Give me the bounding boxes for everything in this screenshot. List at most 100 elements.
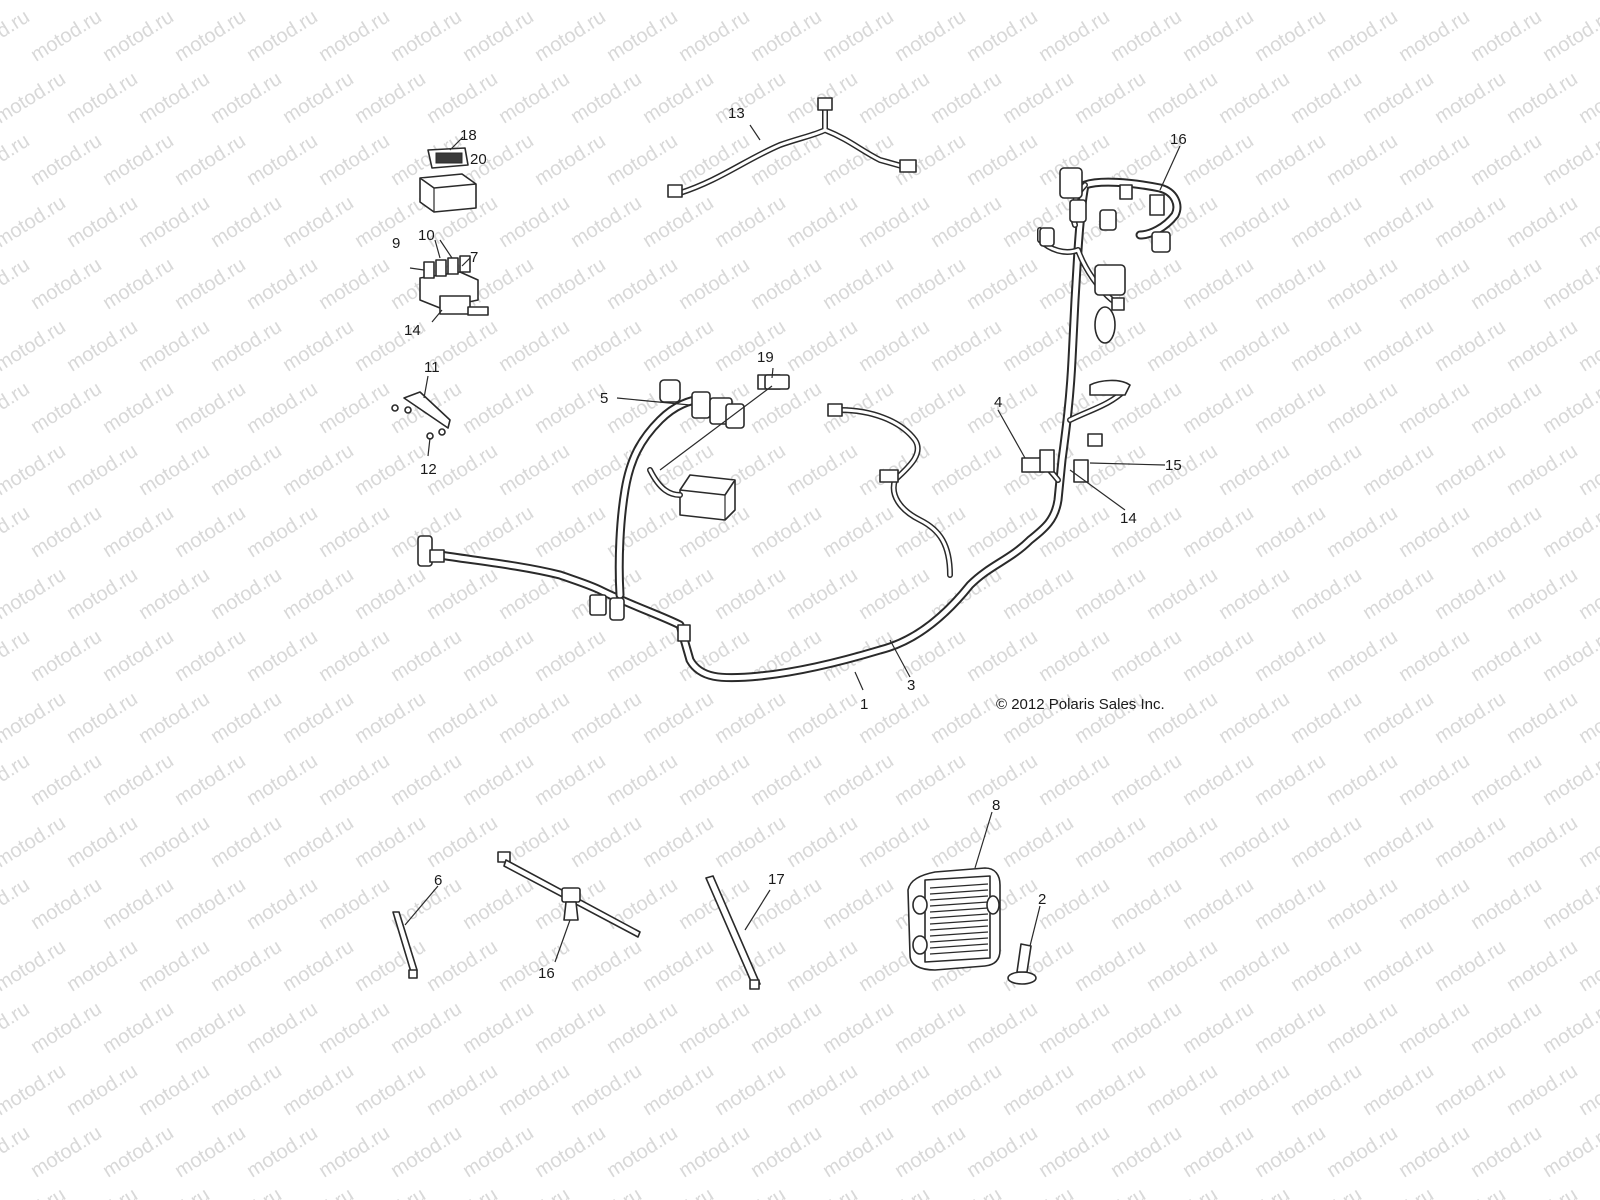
- watermark-text: motod.ru: [99, 998, 178, 1058]
- watermark-text: motod.ru: [927, 812, 1006, 872]
- watermark-text: motod.ru: [387, 1122, 466, 1182]
- watermark-text: motod.ru: [171, 750, 250, 810]
- watermark-text: motod.ru: [567, 1184, 646, 1200]
- watermark-text: motod.ru: [1179, 378, 1258, 438]
- watermark-text: motod.ru: [1503, 688, 1582, 748]
- watermark-text: motod.ru: [0, 688, 70, 748]
- watermark-text: motod.ru: [351, 68, 430, 128]
- callout-16-bottom: 16: [538, 965, 555, 982]
- watermark-text: motod.ru: [0, 936, 70, 996]
- watermark-text: motod.ru: [1071, 812, 1150, 872]
- watermark-text: motod.ru: [1287, 192, 1366, 252]
- watermark-text: motod.ru: [747, 6, 826, 66]
- watermark-text: motod.ru: [135, 564, 214, 624]
- watermark-text: motod.ru: [135, 688, 214, 748]
- watermark-text: motod.ru: [459, 378, 538, 438]
- watermark-text: motod.ru: [855, 192, 934, 252]
- watermark-text: motod.ru: [279, 1060, 358, 1120]
- callout-7: 7: [470, 249, 478, 266]
- watermark-text: motod.ru: [1575, 564, 1600, 624]
- watermark-text: motod.ru: [171, 502, 250, 562]
- watermark-text: motod.ru: [1323, 750, 1402, 810]
- watermark-text: motod.ru: [423, 812, 502, 872]
- watermark-text: motod.ru: [639, 1184, 718, 1200]
- watermark-text: motod.ru: [783, 1184, 862, 1200]
- watermark-text: motod.ru: [927, 316, 1006, 376]
- watermark-text: motod.ru: [1575, 0, 1600, 4]
- watermark-text: motod.ru: [423, 0, 502, 4]
- watermark-text: motod.ru: [1251, 378, 1330, 438]
- watermark-text: motod.ru: [927, 0, 1006, 4]
- watermark-text: motod.ru: [1251, 1122, 1330, 1182]
- callout-8: 8: [992, 797, 1000, 814]
- watermark-text: motod.ru: [1215, 0, 1294, 4]
- watermark-text: motod.ru: [999, 0, 1078, 4]
- watermark-text: motod.ru: [531, 750, 610, 810]
- watermark-text: motod.ru: [135, 440, 214, 500]
- callouts: 13 16 18 20 10 7 9 14 11 12 19 5 4 15 14…: [392, 105, 1187, 982]
- watermark-text: motod.ru: [1035, 502, 1114, 562]
- watermark-text: motod.ru: [1215, 1184, 1294, 1200]
- watermark-text: motod.ru: [639, 688, 718, 748]
- watermark-text: motod.ru: [1071, 0, 1150, 4]
- watermark-text: motod.ru: [1539, 626, 1600, 686]
- watermark-text: motod.ru: [459, 750, 538, 810]
- watermark-text: motod.ru: [711, 192, 790, 252]
- watermark-text: motod.ru: [1071, 68, 1150, 128]
- watermark-text: motod.ru: [1431, 316, 1510, 376]
- watermark-text: motod.ru: [459, 6, 538, 66]
- watermark-text: motod.ru: [1503, 192, 1582, 252]
- watermark-text: motod.ru: [1323, 1122, 1402, 1182]
- watermark-text: motod.ru: [1467, 130, 1546, 190]
- watermark-text: motod.ru: [351, 564, 430, 624]
- watermark-text: motod.ru: [711, 1060, 790, 1120]
- watermark-text: motod.ru: [1287, 1184, 1366, 1200]
- callout-6: 6: [434, 872, 442, 889]
- watermark-text: motod.ru: [27, 626, 106, 686]
- cable-tie-with-clip: [497, 851, 641, 938]
- watermark-text: motod.ru: [495, 688, 574, 748]
- watermark-text: motod.ru: [1179, 254, 1258, 314]
- watermark-text: motod.ru: [1179, 6, 1258, 66]
- watermark-text: motod.ru: [999, 192, 1078, 252]
- watermark-text: motod.ru: [279, 564, 358, 624]
- watermark-text: motod.ru: [531, 130, 610, 190]
- watermark-text: motod.ru: [0, 1122, 34, 1182]
- watermark-text: motod.ru: [495, 0, 574, 4]
- watermark-text: motod.ru: [963, 750, 1042, 810]
- watermark-text: motod.ru: [27, 874, 106, 934]
- watermark-text: motod.ru: [1359, 440, 1438, 500]
- callout-2: 2: [1038, 891, 1046, 908]
- watermark-text: motod.ru: [711, 1184, 790, 1200]
- watermark-text: motod.ru: [1251, 626, 1330, 686]
- watermark-text: motod.ru: [387, 998, 466, 1058]
- watermark-text: motod.ru: [171, 130, 250, 190]
- watermark-text: motod.ru: [1143, 812, 1222, 872]
- watermark-text: motod.ru: [63, 936, 142, 996]
- watermark-text: motod.ru: [351, 0, 430, 4]
- watermark-text: motod.ru: [1431, 68, 1510, 128]
- watermark-text: motod.ru: [603, 998, 682, 1058]
- watermark-text: motod.ru: [1431, 440, 1510, 500]
- watermark-text: motod.ru: [63, 1184, 142, 1200]
- watermark-text: motod.ru: [0, 0, 70, 4]
- watermark-text: motod.ru: [99, 130, 178, 190]
- watermark-text: motod.ru: [1143, 440, 1222, 500]
- watermark-text: motod.ru: [1467, 254, 1546, 314]
- watermark-text: motod.ru: [891, 750, 970, 810]
- watermark-text: motod.ru: [1287, 812, 1366, 872]
- watermark-text: motod.ru: [171, 626, 250, 686]
- watermark-text: motod.ru: [819, 254, 898, 314]
- watermark-text: motod.ru: [1251, 6, 1330, 66]
- watermark-text: motod.ru: [243, 502, 322, 562]
- watermark-text: motod.ru: [783, 0, 862, 4]
- watermark-text: motod.ru: [315, 750, 394, 810]
- watermark-text: motod.ru: [1359, 0, 1438, 4]
- watermark-text: motod.ru: [243, 378, 322, 438]
- watermark-text: motod.ru: [63, 440, 142, 500]
- watermark-text: motod.ru: [1287, 440, 1366, 500]
- watermark-text: motod.ru: [1179, 750, 1258, 810]
- watermark-text: motod.ru: [1395, 6, 1474, 66]
